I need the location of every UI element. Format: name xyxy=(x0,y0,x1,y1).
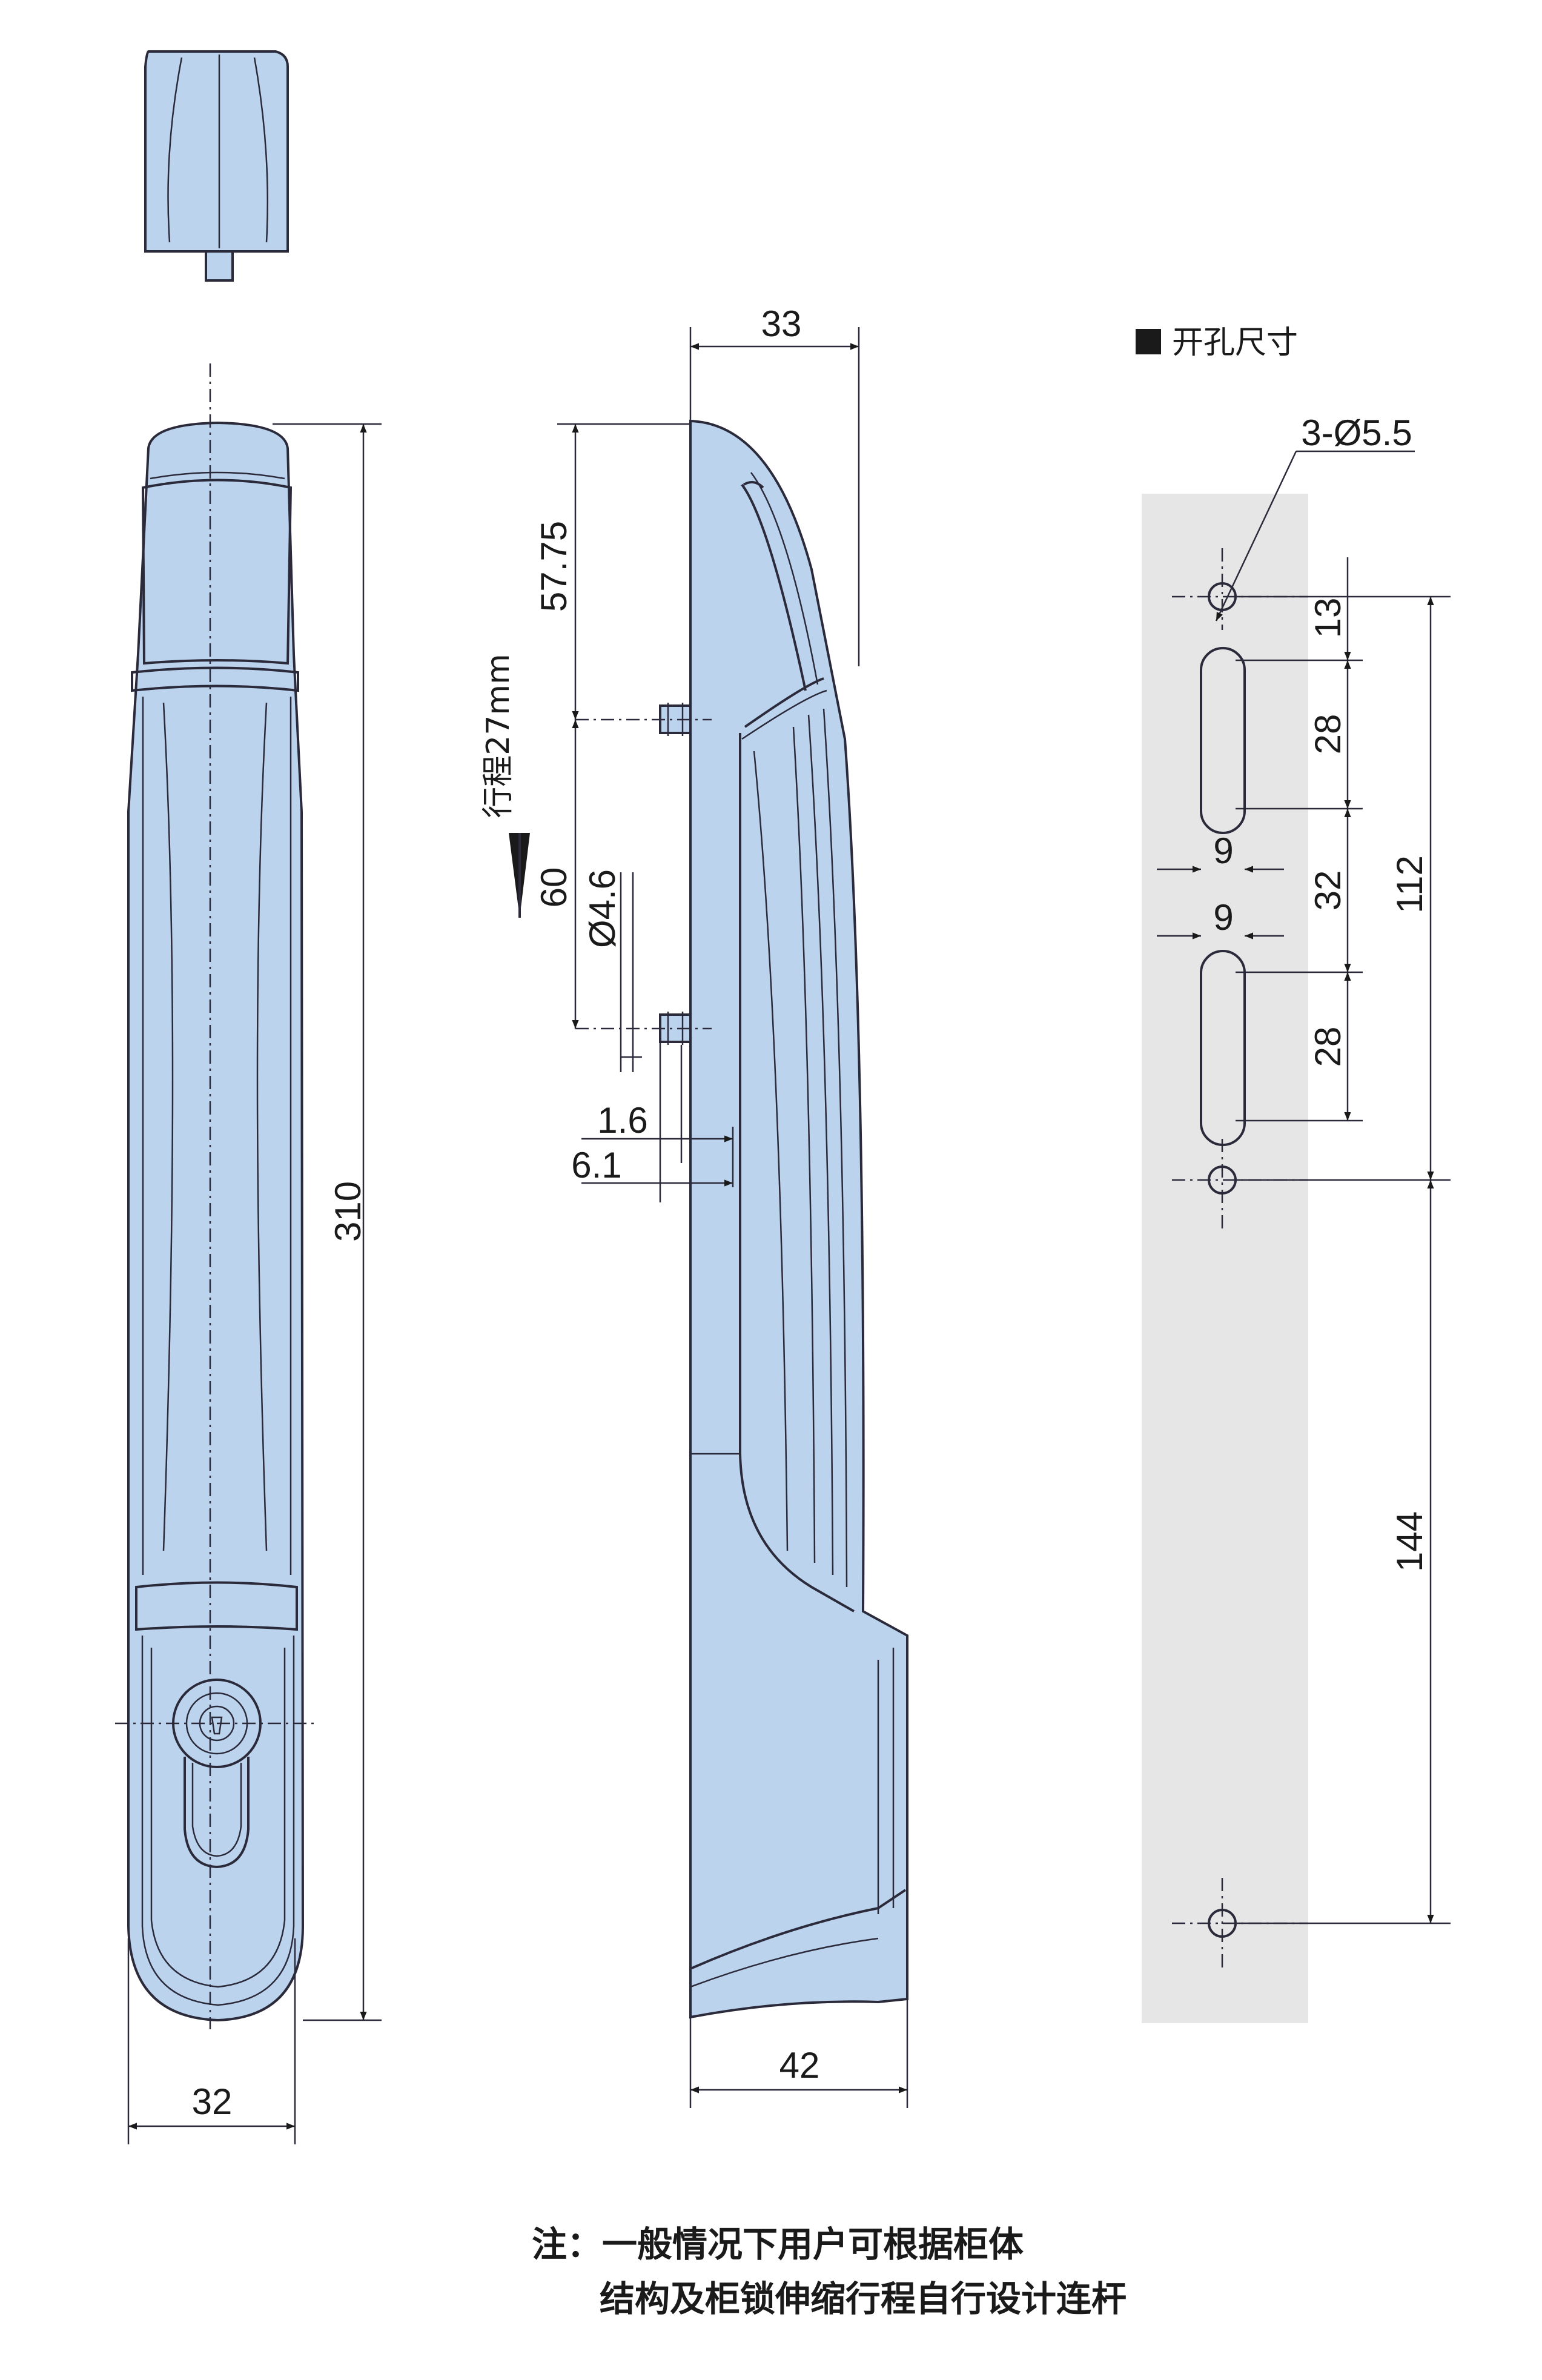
side-dim-6-1: 6.1 xyxy=(571,1145,621,1185)
title-square-icon xyxy=(1136,329,1161,354)
handle-cap xyxy=(144,50,289,282)
cutout-title: 开孔尺寸 xyxy=(1172,325,1298,361)
cutout-dim-13: 13 xyxy=(1308,598,1348,638)
side-bottom-width-dim: 42 xyxy=(779,2045,820,2086)
side-top-width-dim: 33 xyxy=(761,303,802,344)
cutout-panel xyxy=(1142,494,1308,2023)
mounting-stud-upper xyxy=(659,703,692,736)
hole-callout: 3-Ø5.5 xyxy=(1301,413,1412,453)
handle-body xyxy=(127,421,305,2022)
cutout-dim-144: 144 xyxy=(1389,1511,1430,1572)
cutout-dim-112: 112 xyxy=(1389,855,1430,913)
note: 注：一般情况下用户可根据柜体 结构及柜锁伸缩行程自行设计连杆 xyxy=(532,2224,1127,2319)
side-dim-60: 60 xyxy=(534,867,574,908)
front-view: 310 32 xyxy=(115,50,382,2144)
note-line-2: 结构及柜锁伸缩行程自行设计连杆 xyxy=(600,2278,1127,2319)
front-width-dim: 32 xyxy=(192,2081,233,2122)
cutout-view: 开孔尺寸 3-Ø5.5 13 28 32 xyxy=(1136,325,1451,2023)
cutout-dim-9-a: 9 xyxy=(1213,830,1233,871)
slot-upper xyxy=(1200,647,1246,834)
side-view: 33 42 57.75 60 Ø4.6 1.6 6.1 行程27mm xyxy=(480,303,908,2108)
side-dim-57-75: 57.75 xyxy=(534,521,574,612)
travel-label: 行程27mm xyxy=(480,654,517,818)
note-line-1: 注：一般情况下用户可根据柜体 xyxy=(532,2224,1024,2265)
side-dim-diameter: Ø4.6 xyxy=(582,869,623,948)
side-profile xyxy=(689,419,908,2019)
cutout-dim-28-a: 28 xyxy=(1308,714,1348,755)
front-height-dim: 310 xyxy=(328,1181,368,1242)
cutout-dim-28-b: 28 xyxy=(1308,1027,1348,1067)
side-dim-1-6: 1.6 xyxy=(597,1100,647,1141)
cutout-dim-9-b: 9 xyxy=(1213,897,1233,938)
cutout-dim-32: 32 xyxy=(1308,870,1348,911)
